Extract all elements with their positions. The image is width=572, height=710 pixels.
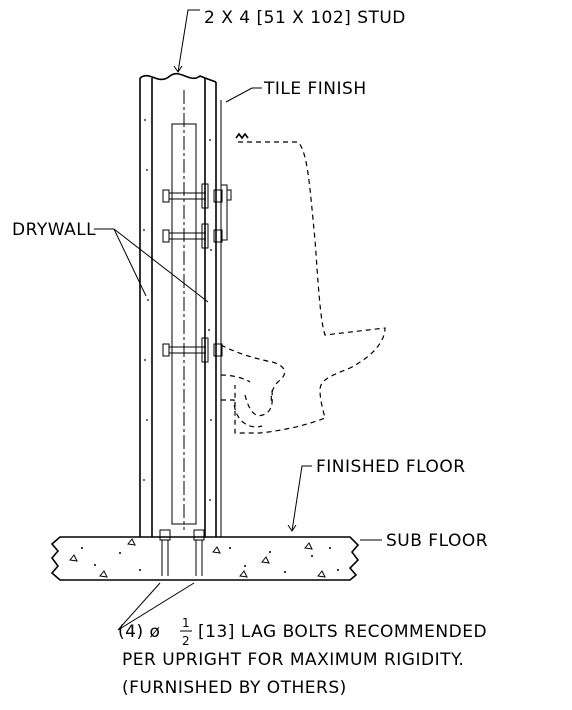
annotation-lag-bolts: (4) ø 1 2 [13] LAG BOLTS RECOMMENDED PER… <box>117 582 487 698</box>
stud-label: 2 X 4 [51 X 102] STUD <box>204 8 406 28</box>
wall-assembly <box>139 72 222 537</box>
tile-finish-label: TILE FINISH <box>263 79 367 99</box>
bolt-middle <box>162 223 223 249</box>
sub-floor-slab <box>50 536 360 581</box>
lag-bolts-line2: PER UPRIGHT FOR MAXIMUM RIGIDITY. <box>122 650 464 670</box>
concrete-stipple <box>69 538 339 578</box>
bolt-upper <box>162 183 223 209</box>
annotation-stud: 2 X 4 [51 X 102] STUD <box>173 8 406 73</box>
hanger-bracket <box>220 184 232 241</box>
annotation-finished-floor: FINISHED FLOOR <box>287 457 466 532</box>
lag-bolts-rest: [13] LAG BOLTS RECOMMENDED <box>198 622 487 642</box>
wall-bolts <box>162 183 232 363</box>
annotation-drywall: DRYWALL <box>12 220 209 303</box>
lag-bolts-fraction-num: 1 <box>182 616 190 630</box>
floor-lag-bolts <box>159 529 205 576</box>
annotation-tile-finish: TILE FINISH <box>225 79 367 103</box>
sub-floor-label: SUB FLOOR <box>386 531 488 551</box>
annotation-sub-floor: SUB FLOOR <box>360 531 488 551</box>
drywall-stipple <box>143 119 212 501</box>
drywall-label: DRYWALL <box>12 220 96 240</box>
finished-floor-label: FINISHED FLOOR <box>316 457 466 477</box>
urinal-outline <box>220 132 386 434</box>
bolt-lower <box>162 337 223 363</box>
lag-bolts-fraction-den: 2 <box>182 634 190 648</box>
lag-bolts-prefix: (4) ø <box>118 622 160 642</box>
lag-bolts-line3: (FURNISHED BY OTHERS) <box>122 678 347 698</box>
